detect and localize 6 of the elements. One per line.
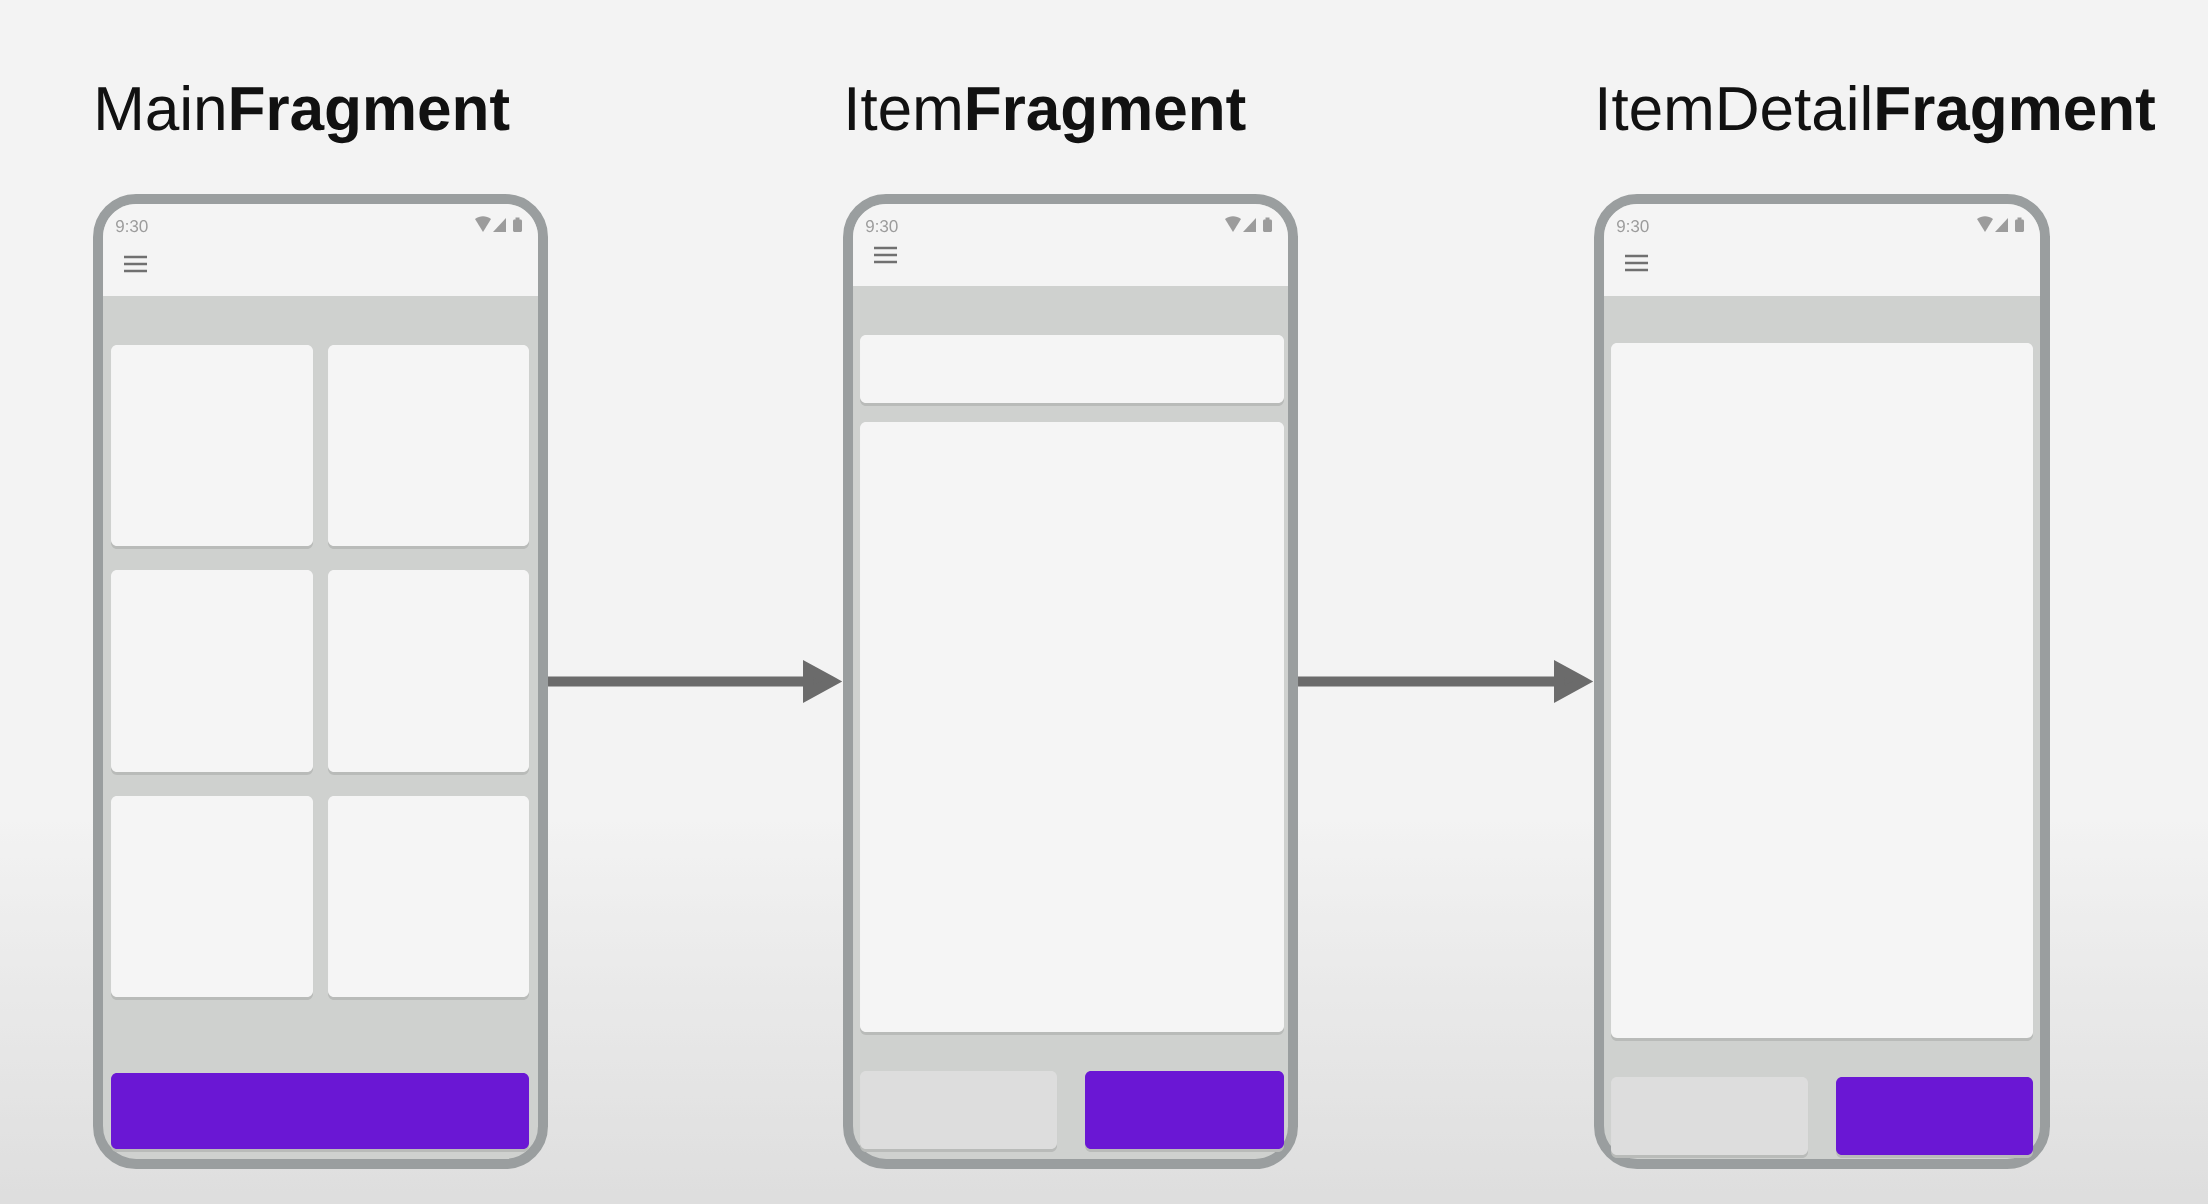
title: ItemDetailFragment	[1599, 85, 2155, 144]
status-time: 9:30	[116, 220, 148, 233]
title: MainFragment	[98, 85, 510, 144]
status-time: 9:30	[866, 220, 898, 233]
status-time: 9:30	[1617, 220, 1649, 233]
title: ItemFragment	[848, 87, 1246, 144]
